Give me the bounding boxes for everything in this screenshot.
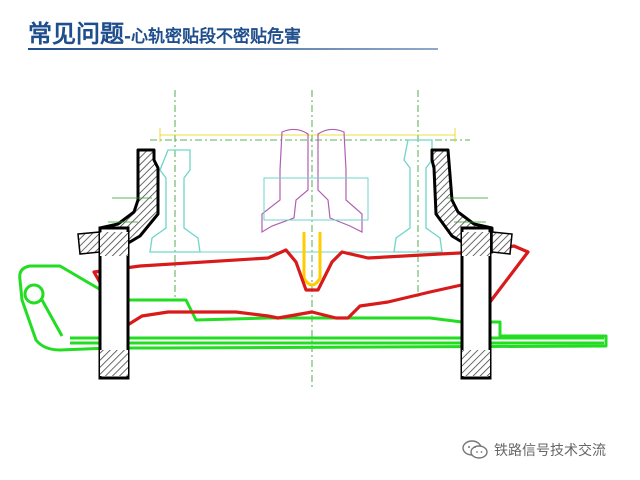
gap-marker xyxy=(302,232,322,287)
title-main: 常见问题 xyxy=(28,20,124,48)
frog-outline xyxy=(263,177,369,221)
left-post-hatch-bottom xyxy=(100,350,128,376)
left-wedge xyxy=(77,231,101,255)
right-wedge xyxy=(491,231,513,255)
title-sub: -心轨密贴段不密贴危害 xyxy=(124,27,302,47)
bolt-marks xyxy=(108,197,488,223)
watermark: 铁路信号技术交流 xyxy=(462,440,606,460)
left-post-hatch-top xyxy=(100,232,128,256)
slide-plate xyxy=(18,264,608,352)
title-underline xyxy=(28,48,438,50)
right-post-hatch-top xyxy=(462,232,490,256)
right-post-hatch-bottom xyxy=(462,350,490,376)
watermark-text: 铁路信号技术交流 xyxy=(494,443,606,459)
frog-rails xyxy=(261,128,363,234)
page-title: 常见问题-心轨密贴段不密贴危害 xyxy=(28,14,301,49)
wechat-icon xyxy=(462,440,488,459)
